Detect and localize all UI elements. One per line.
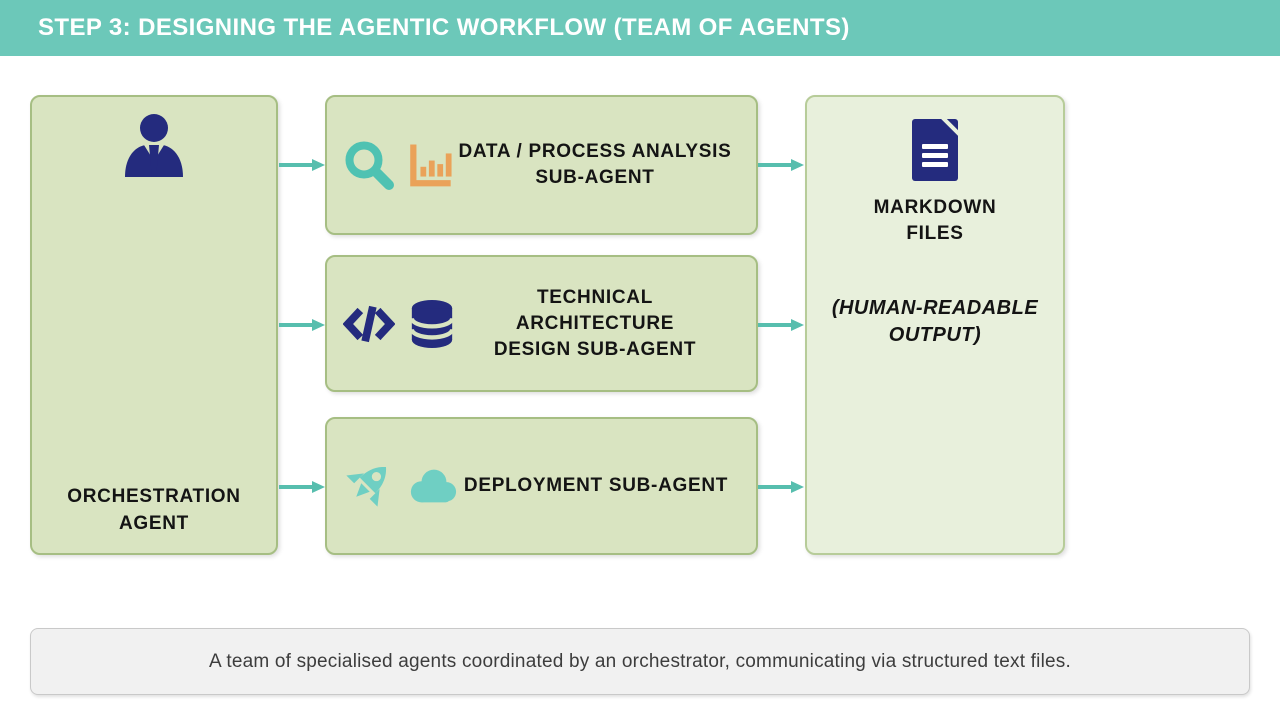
label-line: MARKDOWN [873,197,997,218]
cloud-icon [408,467,458,505]
person-icon [118,111,190,183]
code-icon [342,298,396,350]
label-line: DATA / PROCESS ANALYSIS [458,141,732,162]
caption-box: A team of specialised agents coordinated… [30,628,1250,695]
orchestration-agent-label: ORCHESTRATION AGENT [67,483,240,537]
label-line: ARCHITECTURE [515,312,675,334]
label-line: FILES [906,223,964,244]
bar-chart-icon [408,139,456,191]
arrow-orchestrator-to-architecture [279,318,325,332]
sub-agent-icons [343,139,456,191]
sub-agent-icons [343,460,458,512]
document-icon [906,113,964,183]
markdown-files-box: MARKDOWN FILES (HUMAN-READABLE OUTPUT) [805,95,1065,555]
database-icon [408,298,456,350]
arrow-architecture-to-output [758,318,804,332]
arrow-deployment-to-output [758,480,804,494]
label-line: DESIGN SUB-AGENT [493,338,697,360]
arrow-orchestrator-to-data-analysis [279,158,325,172]
rocket-icon [343,460,395,512]
caption-text: A team of specialised agents coordinated… [209,650,1071,672]
arrow-orchestrator-to-deployment [279,480,325,494]
sub-agent-box-technical-architecture-design: TECHNICAL ARCHITECTURE DESIGN SUB-AGENT [325,255,758,392]
markdown-files-label: MARKDOWN FILES [874,195,997,247]
label-line: OUTPUT) [888,324,982,346]
title-bar: STEP 3: DESIGNING THE AGENTIC WORKFLOW (… [0,0,1280,56]
sub-agent-box-data-process-analysis: DATA / PROCESS ANALYSIS SUB-AGENT [325,95,758,235]
label-line: (HUMAN-READABLE [831,297,1039,319]
human-readable-output-label: (HUMAN-READABLE OUTPUT) [832,295,1038,349]
search-icon [343,139,395,191]
label-line: TECHNICAL [536,286,654,308]
label-line: ORCHESTRATION [67,486,241,507]
sub-agent-label: TECHNICAL ARCHITECTURE DESIGN SUB-AGENT [456,285,734,363]
sub-agent-label: DEPLOYMENT SUB-AGENT [458,473,734,499]
arrow-data-analysis-to-output [758,158,804,172]
label-line: AGENT [118,513,189,534]
orchestration-agent-box: ORCHESTRATION AGENT [30,95,278,555]
label-line: SUB-AGENT [535,167,655,188]
sub-agent-icons [342,298,456,350]
sub-agent-label: DATA / PROCESS ANALYSIS SUB-AGENT [456,139,734,191]
label-line: DEPLOYMENT SUB-AGENT [463,475,729,496]
sub-agent-box-deployment: DEPLOYMENT SUB-AGENT [325,417,758,555]
page-title: STEP 3: DESIGNING THE AGENTIC WORKFLOW (… [38,14,850,41]
